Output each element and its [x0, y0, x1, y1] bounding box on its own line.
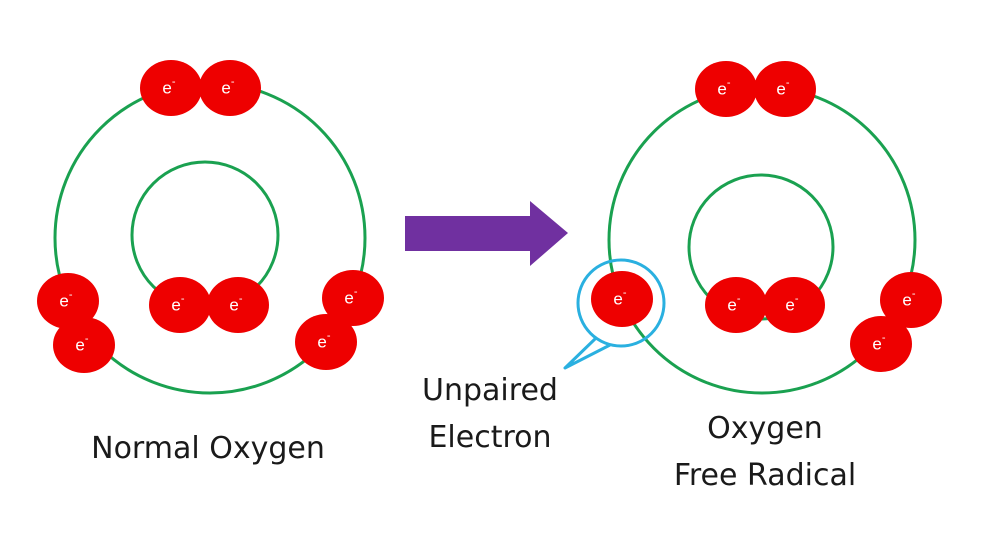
electron-charge: - — [623, 287, 627, 299]
free-radical-electron: e- — [763, 277, 825, 333]
electron-charge: - — [727, 77, 731, 89]
electron-charge: - — [737, 293, 741, 305]
free-radical-electron: e- — [880, 272, 942, 328]
electron-circle — [295, 314, 357, 370]
electron-circle — [53, 317, 115, 373]
callout-pointer — [563, 336, 611, 370]
electron-circle — [199, 60, 261, 116]
electron-circle — [754, 61, 816, 117]
unpaired-electron-label-line2: Electron — [428, 419, 552, 455]
electron-circle — [149, 277, 211, 333]
electron-circle — [207, 277, 269, 333]
electron-circle — [850, 316, 912, 372]
electron-charge: - — [239, 293, 243, 305]
normal-oxygen-electrons: e-e-e-e-e-e-e-e- — [37, 60, 384, 373]
free-radical-electron: e- — [850, 316, 912, 372]
electron-circle — [705, 277, 767, 333]
normal-oxygen-electron: e- — [37, 273, 99, 329]
normal-oxygen-electron: e- — [322, 270, 384, 326]
electron-circle — [880, 272, 942, 328]
unpaired-electron-callout — [563, 258, 666, 370]
free-radical-label-line2: Free Radical — [673, 457, 857, 493]
unpaired-electron-label-line1: Unpaired — [422, 373, 558, 408]
electron-circle — [140, 60, 202, 116]
transition-arrow — [405, 201, 568, 266]
free-radical-electron: e- — [591, 271, 653, 327]
normal-oxygen-electron: e- — [207, 277, 269, 333]
electron-circle — [37, 273, 99, 329]
electron-charge: - — [69, 289, 73, 301]
normal-oxygen-atom: e-e-e-e-e-e-e-e- — [37, 60, 384, 395]
electron-charge: - — [327, 330, 331, 342]
electron-circle — [591, 271, 653, 327]
electron-charge: - — [912, 288, 916, 300]
electron-circle — [763, 277, 825, 333]
normal-oxygen-label-text: Normal Oxygen — [91, 431, 325, 466]
electron-charge: - — [172, 76, 176, 88]
free-radical-electrons: e-e-e-e-e-e-e- — [591, 61, 942, 372]
electron-charge: - — [231, 76, 235, 88]
free-radical-label: Oxygen Free Radical — [640, 406, 890, 499]
callout-ring — [576, 258, 666, 348]
electron-charge: - — [795, 293, 799, 305]
free-radical-electron: e- — [705, 277, 767, 333]
free-radical-electron: e- — [695, 61, 757, 117]
electron-charge: - — [786, 77, 790, 89]
normal-oxygen-electron: e- — [140, 60, 202, 116]
unpaired-electron-label: Unpaired Electron — [400, 368, 580, 461]
normal-oxygen-electron: e- — [199, 60, 261, 116]
free-radical-electron: e- — [754, 61, 816, 117]
electron-charge: - — [354, 286, 358, 298]
normal-oxygen-electron: e- — [53, 317, 115, 373]
electron-circle — [695, 61, 757, 117]
electron-charge: - — [85, 333, 89, 345]
normal-oxygen-electron: e- — [149, 277, 211, 333]
free-radical-atom: e-e-e-e-e-e-e- — [591, 61, 942, 395]
normal-oxygen-electron: e- — [295, 314, 357, 370]
electron-charge: - — [882, 332, 886, 344]
electron-charge: - — [181, 293, 185, 305]
normal-oxygen-label: Normal Oxygen — [58, 426, 358, 473]
electron-circle — [322, 270, 384, 326]
free-radical-label-line1: Oxygen — [707, 411, 823, 446]
